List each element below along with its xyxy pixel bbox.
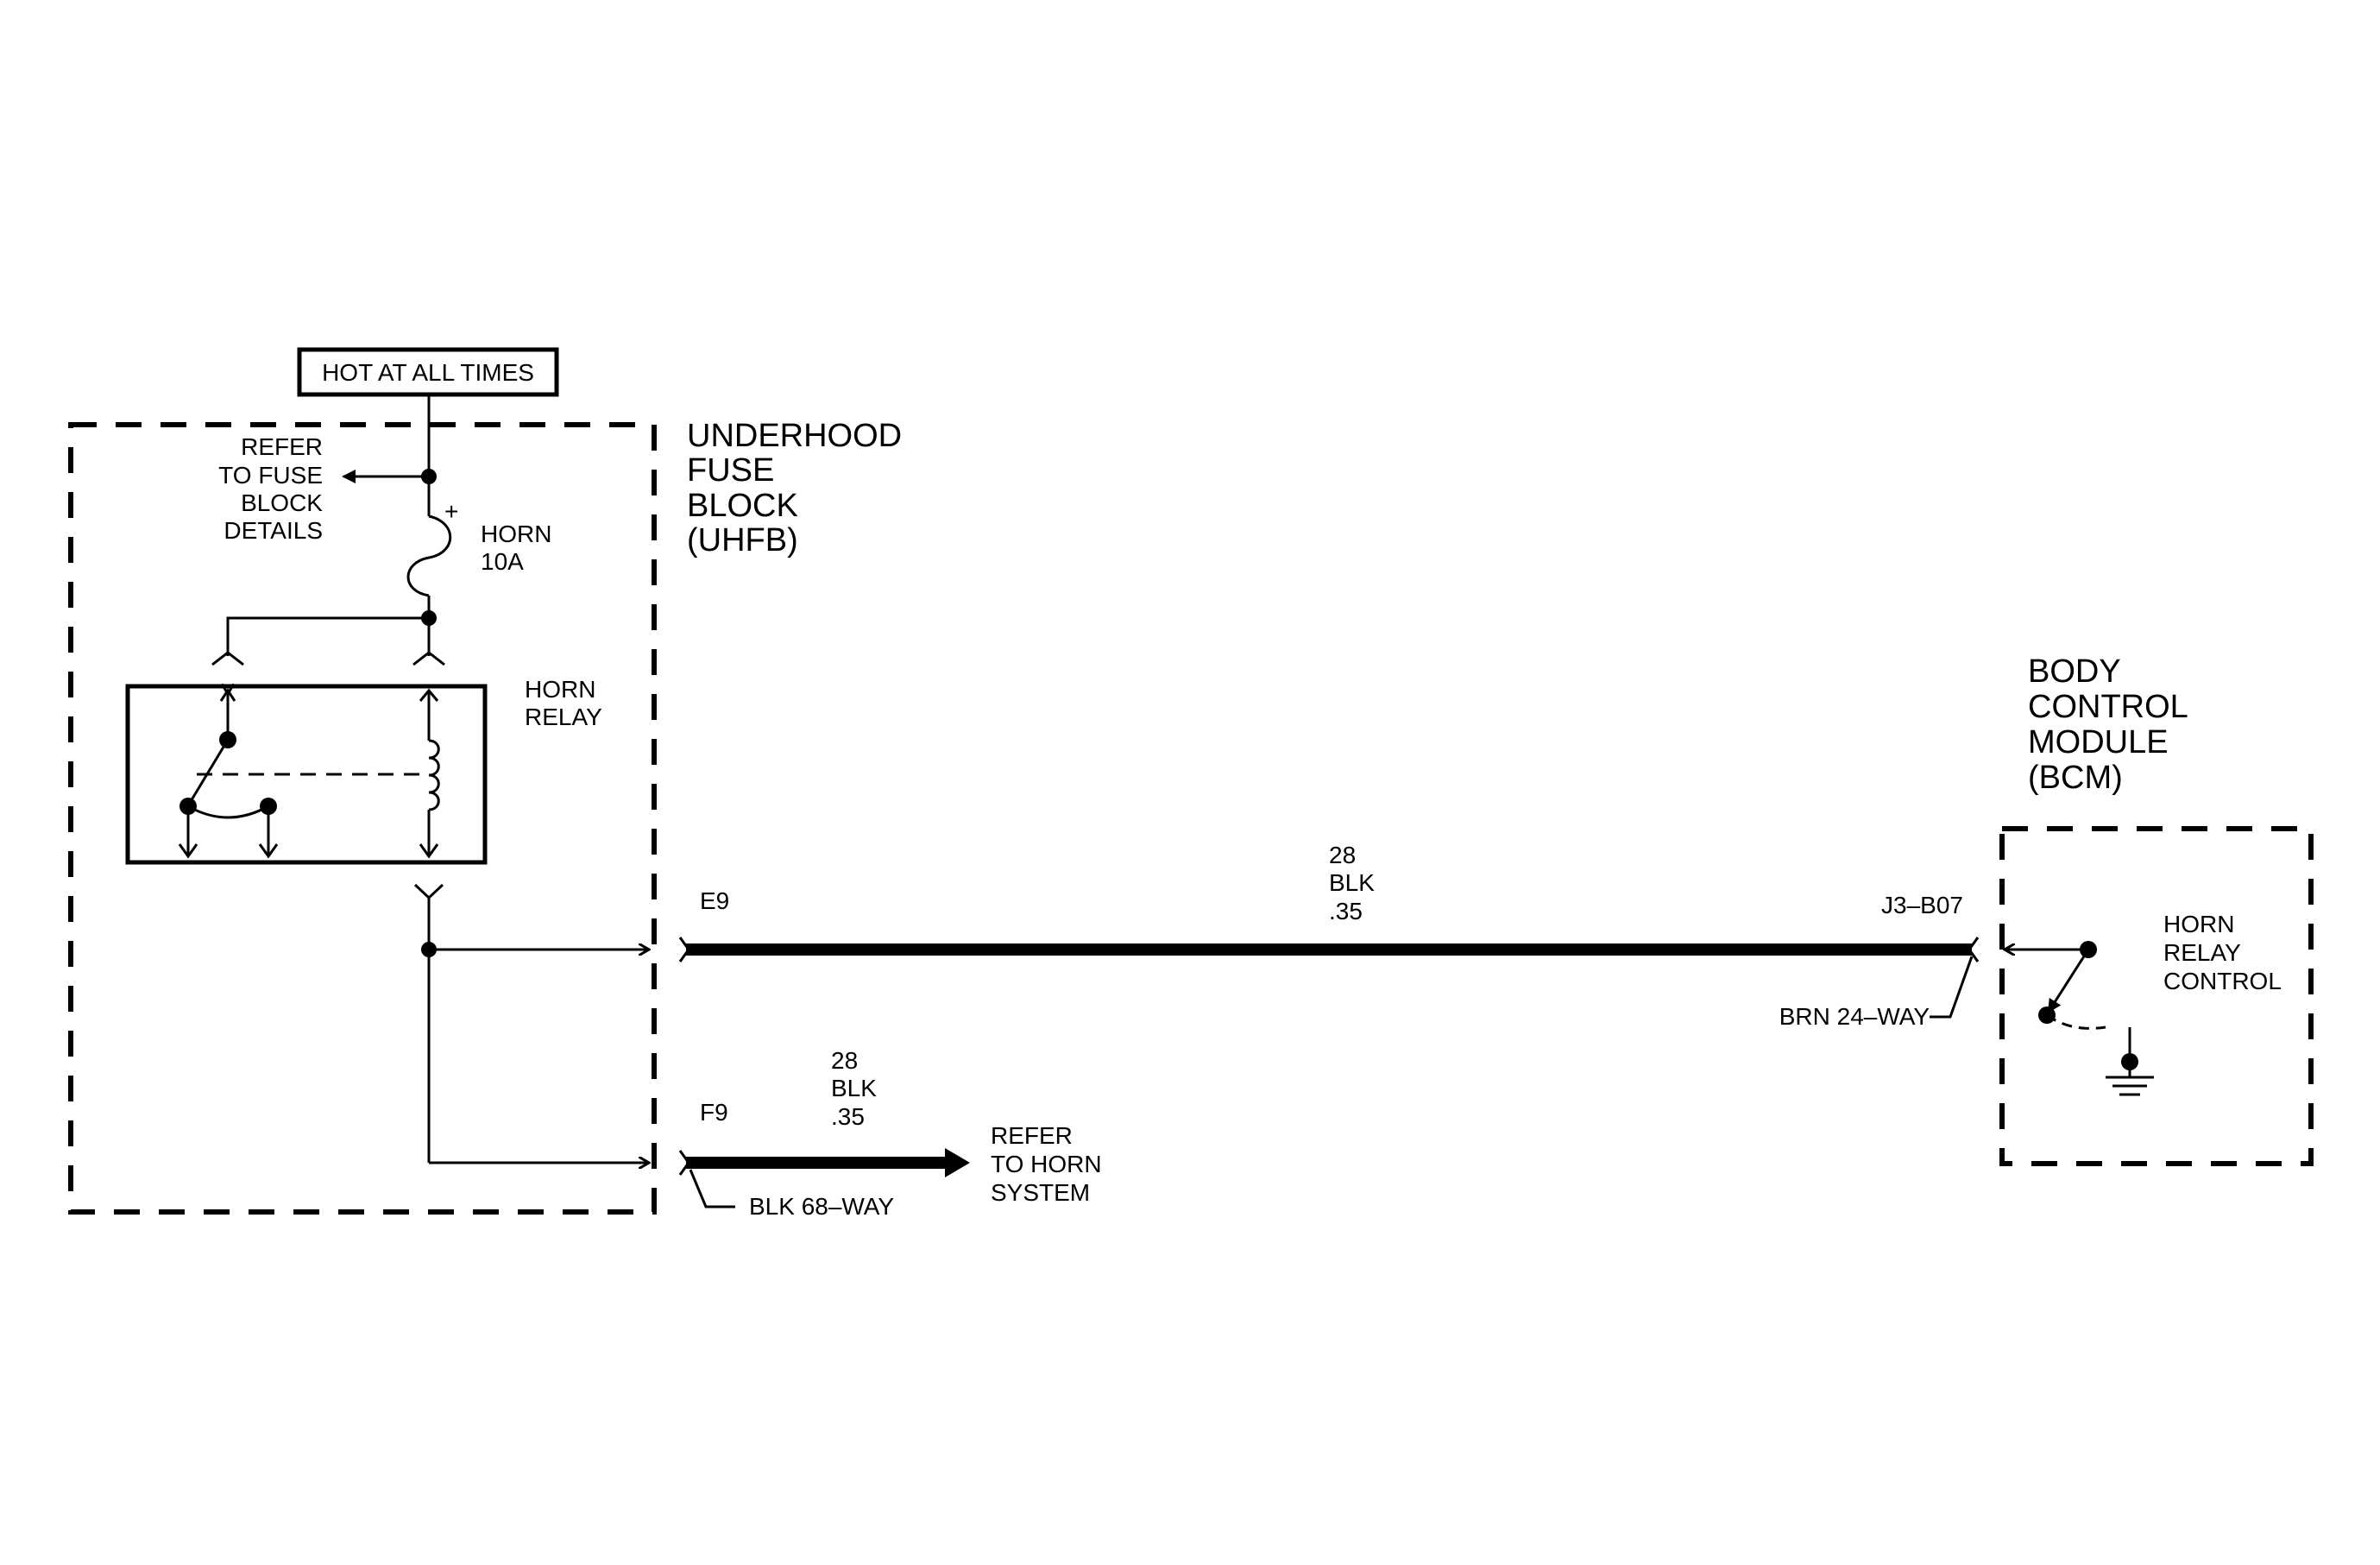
- pin-j3-b07: J3–B07: [1881, 892, 1963, 918]
- svg-text:.35: .35: [1329, 898, 1363, 924]
- svg-text:BODY: BODY: [2028, 653, 2121, 690]
- connector-fork-left: [211, 651, 244, 666]
- horn-relay: [125, 686, 488, 865]
- svg-text:.35: .35: [831, 1103, 865, 1130]
- refer-horn-label: REFER TO HORN SYSTEM: [991, 1122, 1102, 1206]
- pin-f9: F9: [700, 1099, 728, 1126]
- svg-text:HORN: HORN: [2163, 911, 2234, 937]
- horn-relay-label: HORN RELAY: [525, 676, 602, 730]
- svg-text:REFER: REFER: [991, 1122, 1073, 1149]
- power-source-label: HOT AT ALL TIMES: [322, 359, 534, 386]
- refer-fuse-label: REFER TO FUSE BLOCK DETAILS: [218, 433, 323, 544]
- svg-text:TO HORN: TO HORN: [991, 1151, 1102, 1177]
- svg-text:TO FUSE: TO FUSE: [218, 462, 323, 489]
- svg-text:UNDERHOOD: UNDERHOOD: [687, 418, 902, 454]
- connector-leader-right: [1930, 956, 1974, 1019]
- svg-text:BLOCK: BLOCK: [687, 488, 798, 524]
- wire-f9-label: 28 BLK .35: [831, 1047, 877, 1130]
- svg-text:SYSTEM: SYSTEM: [991, 1179, 1090, 1206]
- wire-f9-arrow: [945, 1148, 970, 1177]
- svg-text:RELAY: RELAY: [525, 704, 602, 730]
- uhfb-title: UNDERHOOD FUSE BLOCK (UHFB): [687, 418, 902, 558]
- connector-blk-68way: BLK 68–WAY: [749, 1193, 894, 1220]
- uhfb-enclosure: [68, 422, 657, 1215]
- relay-coil-icon: [428, 739, 440, 811]
- fuse-icon: [406, 514, 452, 597]
- bcm-title: BODY CONTROL MODULE (BCM): [2028, 653, 2188, 796]
- svg-text:DETAILS: DETAILS: [224, 517, 323, 544]
- connector-fork-right: [412, 651, 445, 666]
- bcm-enclosure: [1999, 826, 2314, 1166]
- fuse-label: HORN 10A: [481, 521, 551, 575]
- connector-leader-f9: [689, 1169, 735, 1208]
- svg-text:MODULE: MODULE: [2028, 724, 2169, 760]
- svg-text:HORN: HORN: [481, 521, 551, 547]
- svg-text:10A: 10A: [481, 548, 524, 575]
- svg-text:BLK: BLK: [1329, 869, 1375, 896]
- svg-text:CONTROL: CONTROL: [2163, 968, 2282, 994]
- wire-main-label: 28 BLK .35: [1329, 842, 1375, 924]
- ground-icon: [2106, 1076, 2154, 1096]
- svg-text:BLOCK: BLOCK: [241, 489, 323, 516]
- svg-text:CONTROL: CONTROL: [2028, 689, 2188, 725]
- bcm-control-label: HORN RELAY CONTROL: [2163, 911, 2282, 994]
- svg-text:RELAY: RELAY: [2163, 939, 2241, 966]
- connector-fork-bottom: [413, 883, 444, 900]
- svg-text:REFER: REFER: [241, 433, 323, 460]
- connector-brn-24way: BRN 24–WAY: [1779, 1003, 1930, 1030]
- power-source-box: HOT AT ALL TIMES: [297, 347, 559, 397]
- svg-text:(BCM): (BCM): [2028, 760, 2123, 796]
- svg-text:BLK: BLK: [831, 1075, 877, 1101]
- fuse-polarity: +: [444, 498, 458, 525]
- svg-text:FUSE: FUSE: [687, 452, 774, 489]
- pin-e9: E9: [700, 887, 729, 914]
- svg-text:28: 28: [1329, 842, 1356, 868]
- svg-text:(UHFB): (UHFB): [687, 522, 798, 558]
- relay-switch-feed: [226, 616, 429, 656]
- svg-text:28: 28: [831, 1047, 858, 1074]
- svg-text:HORN: HORN: [525, 676, 595, 703]
